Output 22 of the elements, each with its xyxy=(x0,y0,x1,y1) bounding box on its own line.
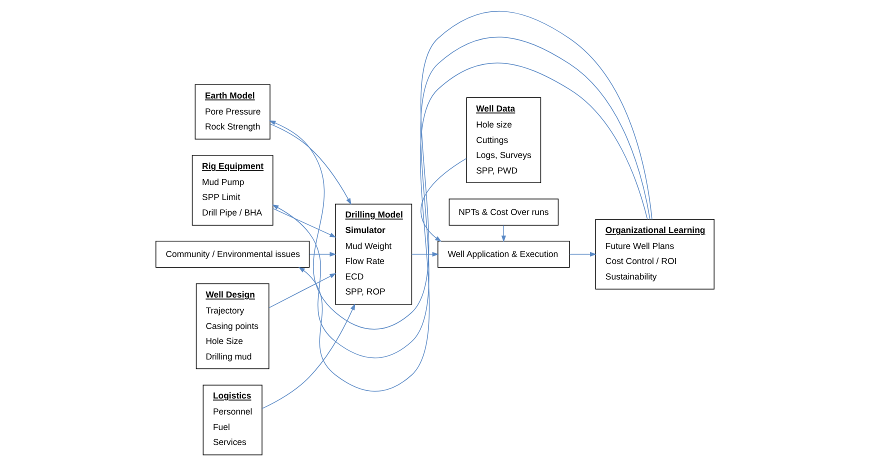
node-box: Organizational Learning Future Well Plans Cost Control / ROI Sustainability xyxy=(594,219,714,290)
arrow xyxy=(420,158,466,242)
arrow xyxy=(261,303,355,409)
node-box: Well Application & Execution xyxy=(437,240,570,268)
node-box: Earth Model Pore Pressure Rock Strength xyxy=(194,84,270,140)
node-box: Drilling Model Simulator Mud Weight Flow Rate ECD SPP, ROP xyxy=(334,204,412,305)
arrow xyxy=(568,252,596,257)
node-box: Logistics Personnel Fuel Services xyxy=(202,384,262,456)
arrow xyxy=(272,36,650,358)
arrow xyxy=(269,124,351,205)
arrow xyxy=(500,224,506,242)
node-box: Well Design Trajectory Casing points Hole Size Drilling mud xyxy=(195,283,269,370)
node-box: Community / Environmental issues xyxy=(155,240,310,268)
arrow xyxy=(272,208,336,238)
node-box: Well Data Hole size Cuttings Logs, Surveys SPP, PWD xyxy=(466,97,541,184)
arrow xyxy=(411,252,438,257)
node-box: Rig Equipment Mud Pump SPP Limit Drill Pipe / BHA xyxy=(191,155,273,226)
arrow xyxy=(268,10,652,330)
arrow xyxy=(298,62,648,392)
arrow xyxy=(308,252,336,257)
arrow xyxy=(268,273,336,308)
node-box: NPTs & Cost Over runs xyxy=(448,198,558,226)
